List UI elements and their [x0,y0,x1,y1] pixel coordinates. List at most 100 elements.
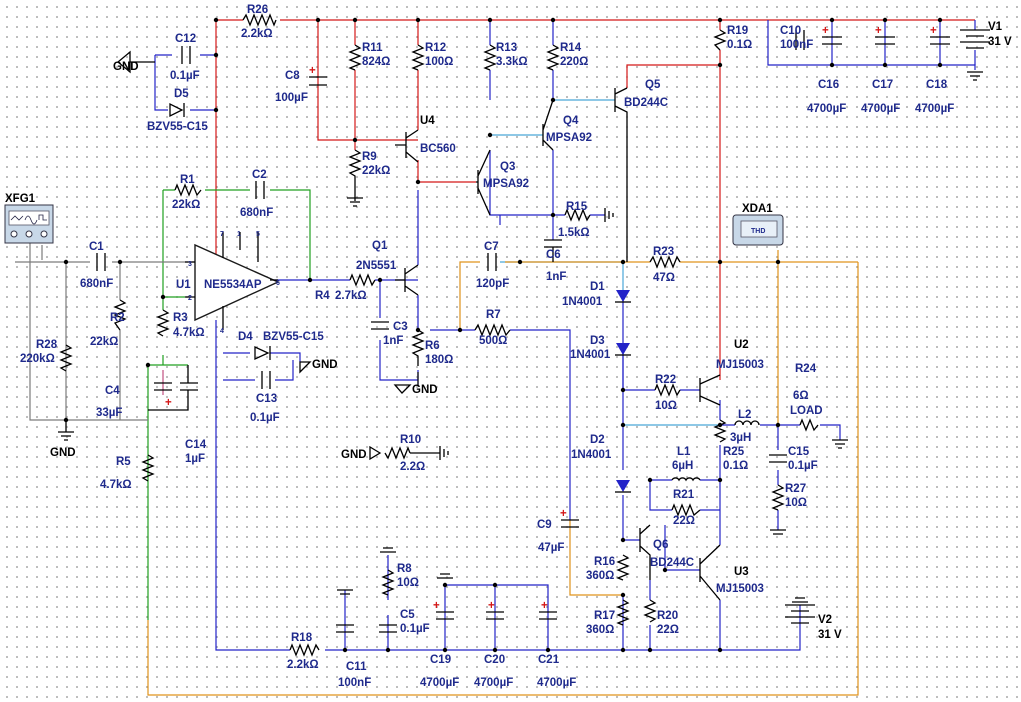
c5-value: 0.1µF [400,623,430,635]
ground-symbol [967,71,983,81]
ground-label: GND [113,61,139,73]
r1-ref: R1 [180,174,195,186]
capacitor-c11 [336,624,354,633]
c17-ref: C17 [872,79,893,91]
r28-ref: R28 [36,339,58,351]
r26-ref: R26 [247,4,268,16]
ground-symbol [393,384,412,394]
source-v1 [960,29,990,49]
c9-ref: C9 [537,519,552,531]
diode-d3 [616,343,630,355]
opamp-pin: 2 [188,295,192,302]
u2-ref: U2 [734,339,749,351]
capacitor-c6 [544,239,562,262]
r22-ref: R22 [655,374,676,386]
ground-symbol [116,50,155,74]
capacitor-c12 [181,46,191,64]
source-v2 [785,604,815,624]
capacitor-c18 [930,36,950,45]
d4-ref: D4 [238,331,253,343]
resistor-r15 [564,208,591,222]
r21-ref: R21 [673,489,695,501]
r10-value: 2.2Ω [400,461,425,473]
svg-text:+: + [309,65,316,77]
q5-value: BD244C [624,97,668,109]
r11-value: 824Ω [362,56,390,68]
resistor-r19 [713,29,727,51]
diode-d2 [616,480,630,492]
ground-symbol [299,361,312,374]
resistor-r17 [616,599,630,626]
c16-ref: C16 [818,79,839,91]
c1-ref: C1 [89,241,104,253]
c12-value: 0.1µF [170,70,200,82]
resistor-r23 [649,255,681,269]
r12-ref: R12 [425,42,446,54]
r4-ref: R4 [315,290,330,302]
svg-text:+: + [165,397,172,409]
u4-value: BC560 [420,143,456,155]
u2-value: MJ15003 [716,359,764,371]
r28-value: 220kΩ [20,353,55,365]
svg-text:+: + [488,600,495,612]
c3-value: 1nF [383,335,403,347]
r8-value: 10Ω [397,577,419,589]
r5-value: 4.7kΩ [100,479,132,491]
ground-symbol [604,208,614,222]
r19-value: 0.1Ω [727,39,752,51]
r26-value: 2.2kΩ [241,28,273,40]
r3-value: 4.7kΩ [173,327,205,339]
labels: XFG1 XDA1 THD GND GND GND GND GND V1 31 … [5,4,1012,689]
distortion-analyzer-xda1[interactable] [732,214,784,246]
r13-ref: R13 [496,42,517,54]
c17-value: 4700µF [861,103,900,115]
opamp-ref: U1 [176,279,191,291]
c8-value: 100µF [275,92,308,104]
wires [15,19,976,696]
c1-value: 680nF [80,278,113,290]
svg-text:+: + [541,600,548,612]
c4-ref: C4 [105,385,120,397]
l2-ref: L2 [738,409,751,421]
r18-value: 2.2kΩ [287,659,319,671]
load-label: LOAD [790,405,823,417]
r2-value: 22kΩ [90,336,118,348]
r9-value: 22kΩ [362,165,390,177]
resistor-r28 [59,344,73,372]
capacitor-c13 [261,371,271,389]
resistor-r4 [349,273,376,287]
r6-ref: R6 [425,340,440,352]
c18-value: 4700µF [915,103,954,115]
r14-ref: R14 [560,42,582,54]
ground-label: GND [312,359,338,371]
r25-ref: R25 [723,446,745,458]
resistor-r16 [616,554,630,581]
capacitor-c17 [875,36,895,45]
c10-ref: C10 [780,25,801,37]
c12-ref: C12 [175,33,196,45]
c15-value: 0.1µF [788,460,818,472]
transistor-q6 [639,524,651,580]
opamp-u1 [185,232,280,330]
d4-value: BZV55-C15 [263,331,324,343]
diode-d4 [254,345,271,361]
c13-value: 0.1µF [250,412,280,424]
u4-ref: U4 [420,115,435,127]
c16-value: 4700µF [807,103,846,115]
resistor-r3 [156,309,170,337]
r20-value: 22Ω [657,624,679,636]
resistor-r5 [141,454,155,482]
r25-value: 0.1Ω [723,460,748,472]
r2-ref: R2 [110,312,125,324]
resistor-r18 [289,643,320,657]
function-generator-xfg1[interactable] [4,204,54,244]
ground-symbol [369,445,382,461]
r20-ref: R20 [657,610,678,622]
capacitor-c14 [148,365,198,411]
diode-d1 [616,290,630,302]
r6-value: 180Ω [425,354,453,366]
ground-label: GND [412,384,438,396]
u3-ref: U3 [734,566,749,578]
q4-ref: Q4 [563,115,579,127]
capacitor-c4 [154,382,172,391]
